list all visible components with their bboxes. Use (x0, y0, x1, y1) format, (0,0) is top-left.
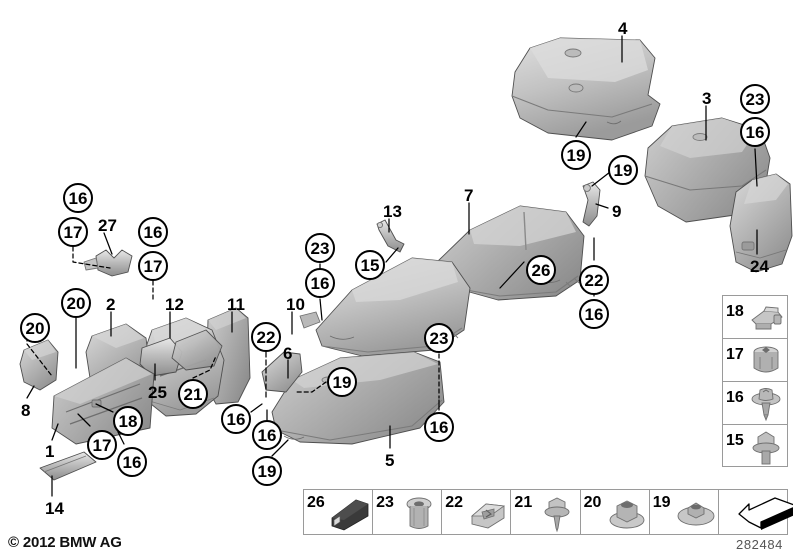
part-13-shape (376, 219, 405, 253)
callout-bubble-16[interactable]: 16 (221, 404, 251, 434)
legend-bottom-item[interactable]: 22 (442, 490, 512, 534)
legend-bottom-item[interactable]: 20 (581, 490, 650, 534)
callout-label-7[interactable]: 7 (464, 186, 474, 205)
legend-right-item[interactable]: 17 (723, 339, 787, 382)
expanding-rivet-icon (753, 346, 779, 373)
legend-number: 19 (652, 494, 671, 511)
callout-bubble-16[interactable]: 16 (117, 447, 147, 477)
push-in-nut-icon (751, 388, 781, 422)
legend-bottom-item[interactable]: 21 (511, 490, 581, 534)
callout-bubble-16[interactable]: 16 (424, 412, 454, 442)
callout-label-4[interactable]: 4 (618, 19, 628, 38)
part-27-shape (83, 249, 133, 277)
callout-bubble-18[interactable]: 18 (113, 406, 143, 436)
legend-number: 26 (307, 494, 325, 511)
callout-label-5[interactable]: 5 (385, 451, 395, 470)
part-21-shape (171, 329, 223, 371)
callout-bubble-20[interactable]: 20 (20, 313, 50, 343)
part-6-shape (261, 351, 303, 393)
legend-panel-bottom: 26 23 22 (303, 489, 793, 535)
callout-bubble-23[interactable]: 23 (305, 233, 335, 263)
callout-bubble-17[interactable]: 17 (87, 430, 117, 460)
legend-number: 20 (583, 494, 602, 511)
callout-bubble-22[interactable]: 22 (579, 265, 609, 295)
spring-clip-icon (471, 503, 506, 529)
callout-bubble-16[interactable]: 16 (305, 268, 335, 298)
flange-screw-icon (544, 497, 570, 533)
callout-bubble-19[interactable]: 19 (327, 367, 357, 397)
rubber-grommet-strip-icon (331, 499, 369, 531)
callout-bubble-16[interactable]: 16 (740, 117, 770, 147)
callout-label-14[interactable]: 14 (45, 499, 64, 518)
legend-right-item[interactable]: 15 (723, 425, 787, 468)
sleeve-nut-icon (406, 497, 432, 529)
callout-label-24[interactable]: 24 (750, 257, 769, 276)
legend-bottom-arrow-cell[interactable] (719, 490, 793, 534)
copyright-notice: © 2012 BMW AG (8, 534, 122, 551)
part-4-shape (511, 37, 661, 141)
part-10-tab (299, 311, 321, 329)
callout-label-11[interactable]: 11 (227, 295, 245, 314)
callout-bubble-17[interactable]: 17 (58, 217, 88, 247)
callout-bubble-23[interactable]: 23 (740, 84, 770, 114)
clip-bracket-icon (751, 306, 783, 330)
callout-bubble-19[interactable]: 19 (561, 140, 591, 170)
callout-bubble-20[interactable]: 20 (61, 288, 91, 318)
callout-label-25[interactable]: 25 (148, 383, 167, 402)
legend-number: 15 (726, 432, 744, 449)
part-1-shape (51, 357, 155, 445)
legend-panel-right: 18 17 16 (722, 295, 788, 467)
callout-bubble-22[interactable]: 22 (251, 322, 281, 352)
callout-bubble-16[interactable]: 16 (252, 420, 282, 450)
callout-label-6[interactable]: 6 (283, 344, 293, 363)
callout-label-27[interactable]: 27 (98, 216, 117, 235)
callout-bubble-16[interactable]: 16 (63, 183, 93, 213)
legend-bottom-item[interactable]: 19 (650, 490, 719, 534)
callout-bubble-26[interactable]: 26 (526, 255, 556, 285)
direction-arrow-icon (738, 497, 793, 530)
diagram-id-number: 282484 (736, 537, 783, 552)
legend-right-item[interactable]: 18 (723, 296, 787, 339)
part-14-shape (39, 451, 97, 481)
callout-label-1[interactable]: 1 (45, 442, 55, 461)
legend-right-item[interactable]: 16 (723, 382, 787, 425)
callout-label-8[interactable]: 8 (21, 401, 31, 420)
hex-bolt-icon (752, 431, 780, 465)
part-8-shape (19, 339, 59, 391)
callout-label-13[interactable]: 13 (383, 202, 402, 221)
legend-bottom-item[interactable]: 23 (373, 490, 443, 534)
callout-bubble-15[interactable]: 15 (355, 250, 385, 280)
legend-number: 21 (514, 494, 533, 511)
part-9-shape (582, 181, 601, 227)
callout-label-2[interactable]: 2 (106, 295, 116, 314)
legend-number: 18 (726, 303, 744, 320)
callout-bubble-21[interactable]: 21 (178, 379, 208, 409)
callout-bubble-16[interactable]: 16 (579, 299, 609, 329)
callout-bubble-16[interactable]: 16 (138, 217, 168, 247)
legend-bottom-item[interactable]: 26 (304, 490, 374, 534)
callout-bubble-23[interactable]: 23 (424, 323, 454, 353)
flange-nut-icon (609, 500, 645, 529)
part-24-shape (729, 173, 793, 273)
callout-bubble-17[interactable]: 17 (138, 251, 168, 281)
callout-bubble-19[interactable]: 19 (608, 155, 638, 185)
washer-nut-icon (677, 502, 715, 526)
callout-label-9[interactable]: 9 (612, 202, 622, 221)
callout-label-10[interactable]: 10 (286, 295, 305, 314)
legend-number: 17 (726, 346, 744, 363)
callout-label-3[interactable]: 3 (702, 89, 712, 108)
legend-number: 16 (726, 389, 744, 406)
callout-bubble-19[interactable]: 19 (252, 456, 282, 486)
legend-number: 23 (376, 494, 394, 511)
callout-label-12[interactable]: 12 (165, 295, 184, 314)
legend-number: 22 (445, 494, 464, 511)
